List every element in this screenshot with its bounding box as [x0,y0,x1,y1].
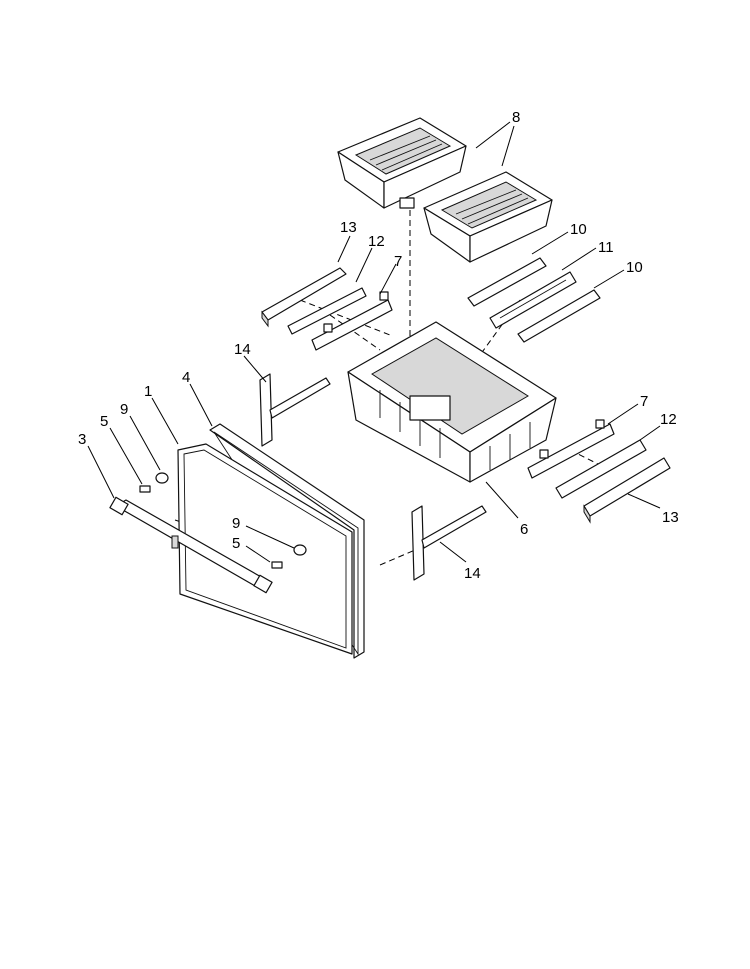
crisper-basket-lower [423,171,553,263]
slide-bracket-lower [411,505,487,581]
callout-13-lower: 13 [662,509,679,526]
handle-screw-upper [139,485,151,493]
drawer-front [177,443,353,655]
callout-5-upper: 5 [100,413,108,430]
rail-7-left [311,291,393,351]
rail-13-right [583,457,671,524]
callout-7-lower: 7 [640,393,648,410]
handle-cap-upper [155,472,169,484]
slide-bracket-upper [259,373,331,447]
callout-10-upper: 10 [570,221,587,238]
handle-cap-lower [293,544,307,556]
callout-11: 11 [598,239,614,256]
handle-screw-lower [271,561,283,569]
callout-9-lower: 9 [232,515,240,532]
callout-12-lower: 12 [660,411,677,428]
leader-lines [87,121,661,563]
callout-4: 4 [182,369,190,386]
rail-12-right [555,439,647,499]
callout-3: 3 [78,431,86,448]
door-handle [109,496,273,594]
callout-labels: 8 13 12 7 10 11 10 14 4 1 9 5 3 9 5 6 7 … [78,109,679,582]
callout-13-upper: 13 [340,219,357,236]
rail-12-left [287,287,367,335]
rail-10-upper [467,257,547,307]
callout-14-upper: 14 [234,341,251,358]
callout-10-lower: 10 [626,259,643,276]
rail-13-left [261,267,347,328]
crisper-basket-upper [337,117,467,209]
freezer-basket [347,321,557,483]
callout-14-lower: 14 [464,565,481,582]
rail-10-lower [517,289,601,343]
callout-7-upper: 7 [394,253,402,270]
rail-11 [489,271,577,329]
callout-8: 8 [512,109,520,126]
callout-6: 6 [520,521,528,538]
callout-1: 1 [144,383,152,400]
callout-12-upper: 12 [368,233,385,250]
rail-7-right [527,419,615,479]
callout-5-lower: 5 [232,535,240,552]
callout-9-upper: 9 [120,401,128,418]
